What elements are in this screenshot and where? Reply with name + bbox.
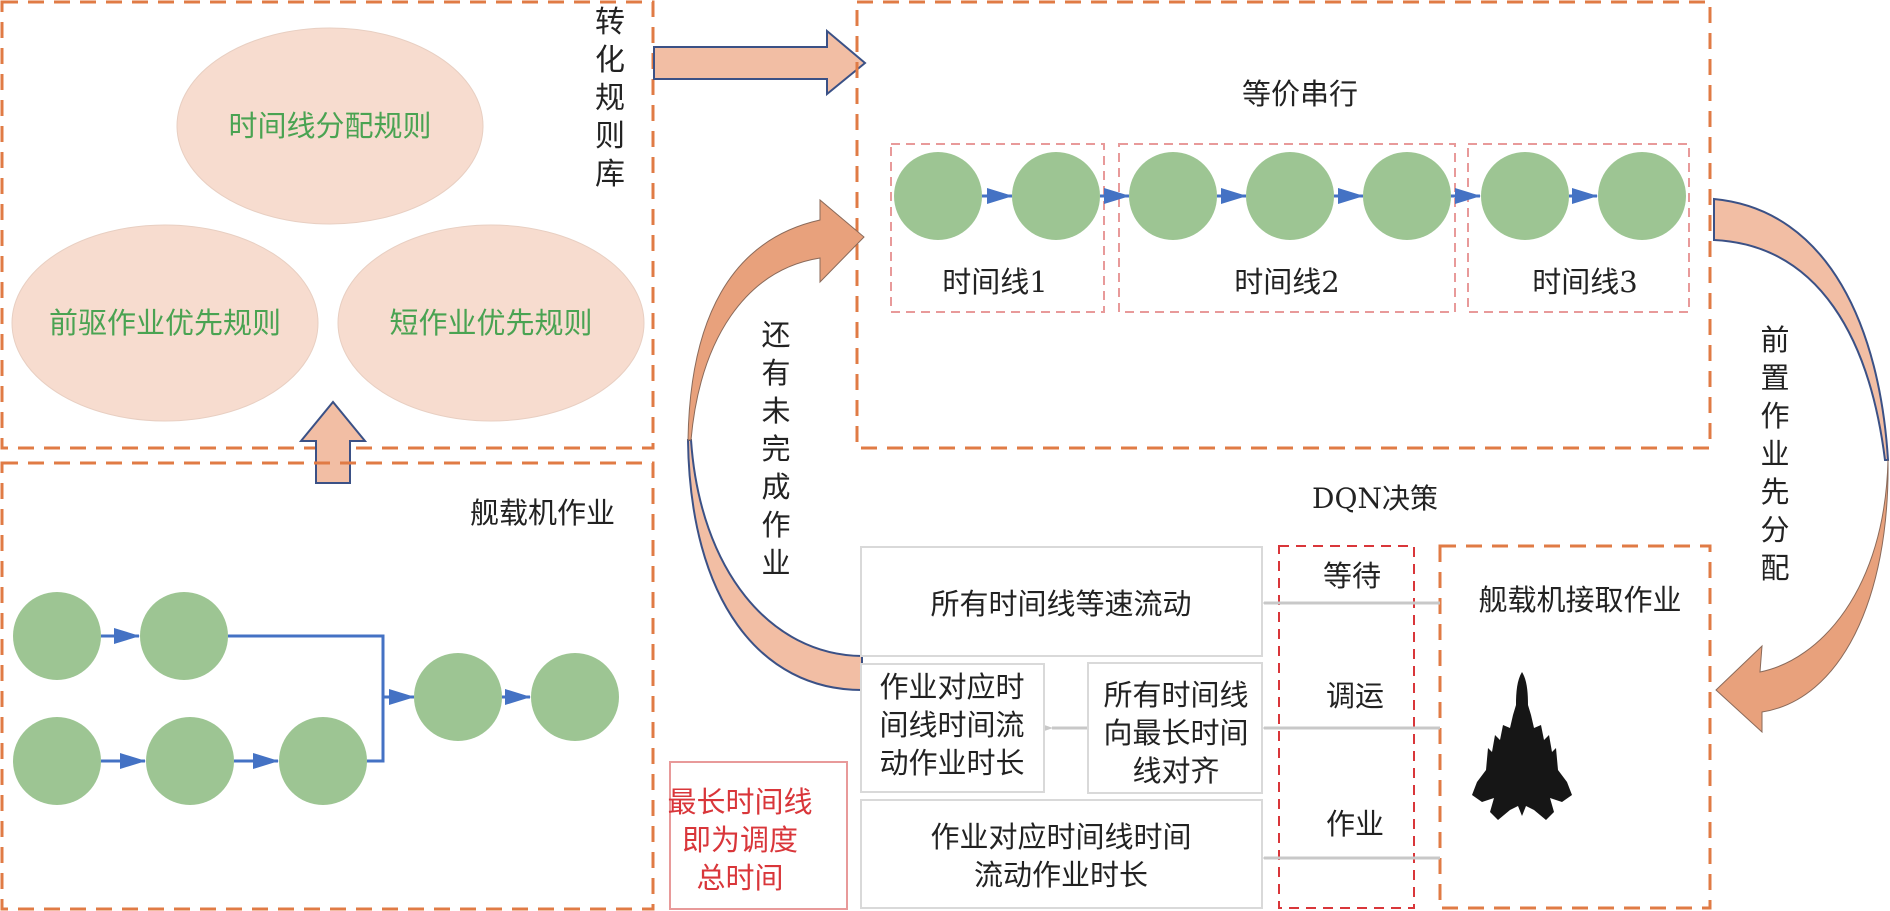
operations-title: 舰载机作业	[470, 496, 615, 530]
operations-border	[0, 461, 655, 911]
outcome-text: 动作业时长	[879, 746, 1024, 780]
job-node[interactable]	[13, 717, 101, 805]
rule-library-panel: 时间线分配规则 前驱作业优先规则 短作业优先规则 转 化 规 则 库	[0, 0, 655, 450]
timeline-2-box	[1118, 143, 1456, 313]
vertical-char: 化	[595, 43, 625, 78]
vertical-char: 作	[1760, 399, 1789, 433]
vertical-char: 完	[761, 432, 790, 466]
vertical-char: 转	[595, 5, 625, 40]
rule-label: 前驱作业优先规则	[49, 306, 281, 340]
job-node[interactable]	[531, 653, 619, 741]
vertical-char: 库	[595, 157, 625, 192]
timeline-node[interactable]	[1129, 152, 1217, 240]
job-node[interactable]	[13, 592, 101, 680]
rule-ellipse-timeline-allocation[interactable]: 时间线分配规则	[176, 27, 484, 225]
vertical-char: 有	[761, 356, 790, 390]
timeline-node[interactable]	[1481, 152, 1569, 240]
timeline-node[interactable]	[1012, 152, 1100, 240]
outcome-text: 作业对应时	[879, 670, 1024, 704]
timeline-node[interactable]	[1598, 152, 1686, 240]
outcome-text: 间线时间流	[879, 708, 1024, 742]
vertical-char: 规	[595, 81, 625, 116]
outcome-text: 向最长时间	[1103, 716, 1248, 750]
note-text: 总时间	[696, 861, 783, 895]
rule-label: 短作业优先规则	[389, 306, 592, 340]
dqn-title: DQN决策	[1312, 482, 1438, 515]
job-node[interactable]	[146, 717, 234, 805]
edge-line	[228, 634, 385, 697]
vertical-char: 分	[1760, 513, 1789, 547]
job-node[interactable]	[414, 653, 502, 741]
aircraft-box: 舰载机接取作业	[1438, 544, 1712, 910]
vertical-char: 未	[761, 394, 790, 428]
outcome-transfer-align-box: 所有时间线 向最长时间 线对齐	[1087, 662, 1263, 794]
total-time-note: 最长时间线 即为调度 总时间	[667, 761, 848, 910]
vertical-char: 作	[761, 508, 790, 542]
equivalent-serial-panel: 等价串行 时间线1 时间线2 时间线3	[855, 0, 1712, 450]
timeline-node[interactable]	[894, 152, 982, 240]
outcome-text: 流动作业时长	[974, 858, 1148, 892]
vertical-char: 置	[1760, 361, 1789, 395]
outcome-text: 线对齐	[1132, 754, 1219, 788]
timeline-1-box	[890, 143, 1105, 313]
rule-ellipse-short-job-first[interactable]: 短作业优先规则	[337, 224, 645, 422]
action-wait[interactable]: 等待	[1323, 559, 1381, 593]
rule-label: 时间线分配规则	[228, 109, 431, 143]
note-text: 最长时间线	[667, 785, 812, 819]
outcome-wait-box: 所有时间线等速流动	[860, 546, 1263, 657]
timeline-3-label: 时间线3	[1532, 265, 1637, 299]
vertical-char: 业	[761, 546, 790, 580]
rule-ellipse-predecessor-first[interactable]: 前驱作业优先规则	[11, 224, 319, 422]
rule-library-label: 转 化 规 则 库	[595, 5, 625, 192]
timeline-3-box	[1467, 143, 1690, 313]
aircraft-operations-panel: 舰载机作业	[0, 461, 655, 911]
serial-title: 等价串行	[1242, 77, 1358, 111]
note-text: 即为调度	[682, 823, 798, 857]
timeline-node[interactable]	[1246, 152, 1334, 240]
vertical-char: 则	[595, 119, 625, 154]
action-transfer[interactable]: 调运	[1326, 679, 1384, 713]
vertical-char: 业	[1760, 437, 1789, 471]
timeline-node[interactable]	[1363, 152, 1451, 240]
preassign-curved-arrow: 前 置 作 业 先 分 配	[1713, 197, 1890, 734]
outcome-transfer-flow-box: 作业对应时 间线时间流 动作业时长	[860, 663, 1045, 793]
vertical-char: 还	[761, 318, 790, 352]
outcome-operate-box: 作业对应时间线时间 流动作业时长	[860, 799, 1263, 909]
timeline-2-label: 时间线2	[1234, 265, 1339, 299]
outcome-text: 作业对应时间线时间	[930, 820, 1191, 854]
vertical-char: 成	[761, 470, 790, 504]
aircraft-box-title: 舰载机接取作业	[1478, 583, 1681, 617]
vertical-char: 先	[1760, 475, 1789, 509]
up-block-arrow	[298, 400, 368, 484]
vertical-char: 配	[1760, 551, 1789, 585]
outcome-text: 所有时间线	[1103, 678, 1248, 712]
fighter-jet-icon	[1472, 672, 1572, 820]
rule-library-border	[0, 0, 655, 450]
action-operate[interactable]: 作业	[1326, 807, 1384, 841]
aircraft-box-border	[1438, 544, 1712, 910]
vertical-char: 前	[1760, 323, 1789, 357]
job-node[interactable]	[279, 717, 367, 805]
right-block-arrow	[653, 28, 867, 97]
job-node[interactable]	[140, 592, 228, 680]
timeline-1-label: 时间线1	[942, 265, 1047, 299]
serial-border	[855, 0, 1712, 450]
unfinished-curved-arrow: 还 有 未 完 成 作 业	[686, 198, 865, 692]
edge-line	[367, 697, 385, 763]
outcome-text: 所有时间线等速流动	[930, 587, 1191, 621]
